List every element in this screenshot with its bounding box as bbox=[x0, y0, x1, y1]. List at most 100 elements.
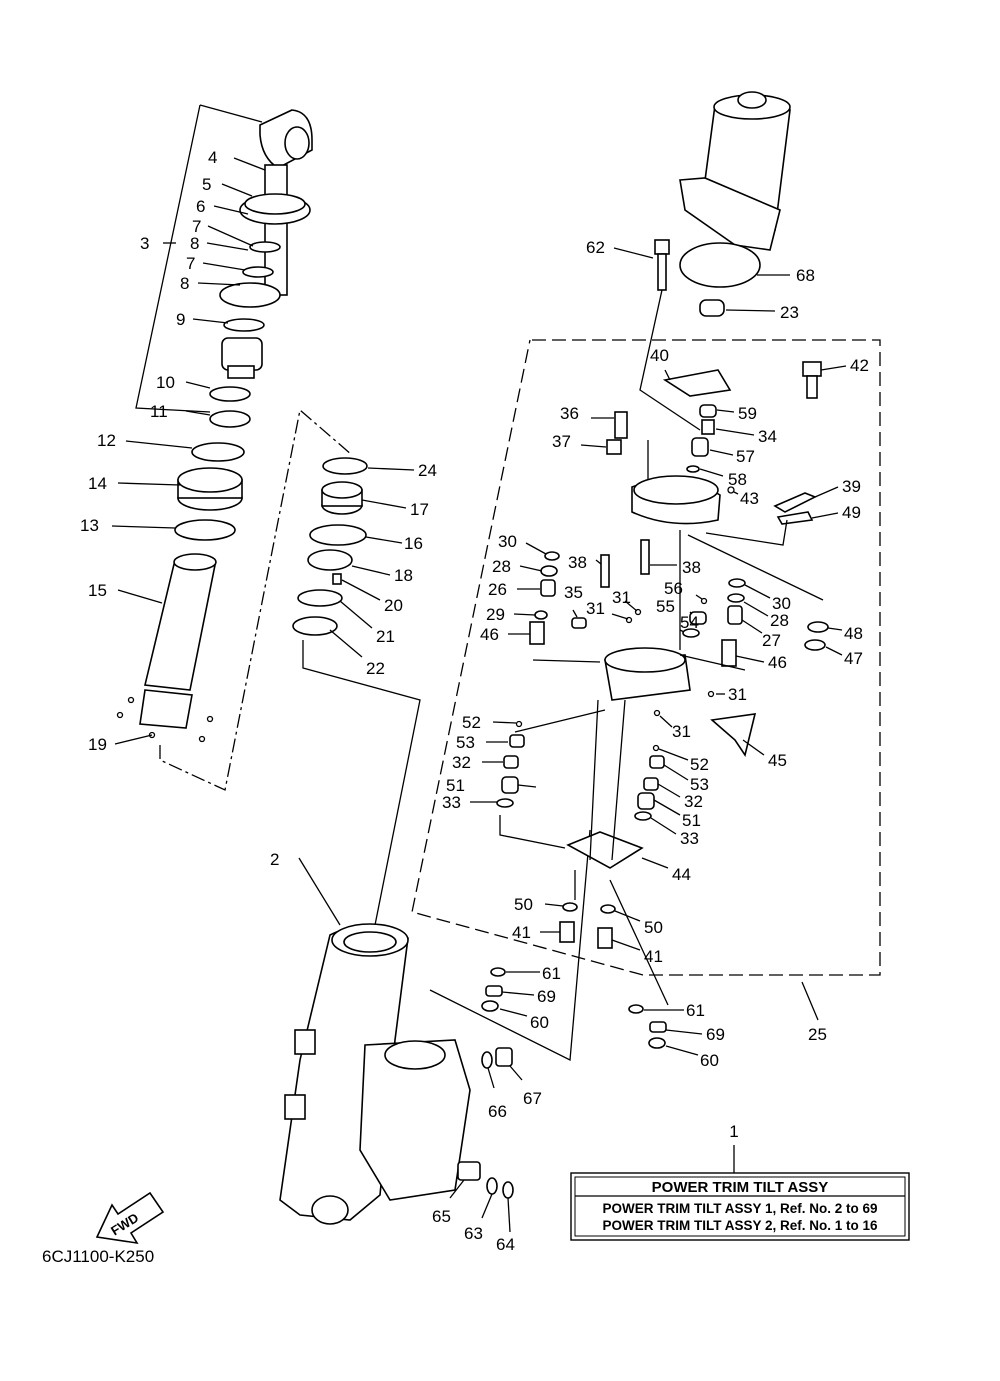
callout-label: 39 bbox=[842, 477, 861, 496]
callout-label: 15 bbox=[88, 581, 107, 600]
callout-label: 12 bbox=[97, 431, 116, 450]
callout-label: 28 bbox=[492, 557, 511, 576]
bolt-41a bbox=[559, 921, 575, 943]
callout-label: 56 bbox=[664, 579, 683, 598]
cap-60b bbox=[648, 1037, 666, 1049]
body-lug-a bbox=[294, 1029, 316, 1055]
valve-housing bbox=[359, 1039, 471, 1201]
gland-nut-top bbox=[177, 467, 243, 493]
callout-label: 31 bbox=[586, 599, 605, 618]
callout-label: 60 bbox=[530, 1013, 549, 1032]
callout-label: 32 bbox=[452, 753, 471, 772]
snap-ring-16 bbox=[309, 524, 367, 546]
callout-label: 51 bbox=[446, 776, 465, 795]
callout-label: 2 bbox=[270, 850, 279, 869]
callout-label: 61 bbox=[686, 1001, 705, 1020]
ring-54 bbox=[682, 628, 700, 638]
spring-20 bbox=[332, 573, 342, 585]
body-lug-b bbox=[284, 1094, 306, 1120]
callout-label: 8 bbox=[190, 234, 199, 253]
free-piston-parts bbox=[292, 457, 421, 961]
callout-label: 63 bbox=[464, 1224, 483, 1243]
cylinder-top bbox=[173, 553, 217, 571]
callout-label: 3 bbox=[140, 234, 149, 253]
filter-49 bbox=[776, 511, 814, 525]
fittings bbox=[457, 1047, 514, 1199]
callout-label: 10 bbox=[156, 373, 175, 392]
callout-label: 38 bbox=[568, 553, 587, 572]
callout-label: 36 bbox=[560, 404, 579, 423]
bolt-42-head bbox=[802, 361, 822, 377]
bolt-62-shank bbox=[657, 253, 667, 291]
callout-label: 41 bbox=[644, 947, 663, 966]
assembly-link-line bbox=[159, 408, 353, 791]
callout-label: 33 bbox=[442, 793, 461, 812]
callout-label: 13 bbox=[80, 516, 99, 535]
part-17-top bbox=[321, 481, 363, 499]
legend-inner bbox=[574, 1176, 906, 1237]
spring-46a bbox=[529, 621, 545, 645]
filter-45 bbox=[710, 713, 757, 757]
rod-ring-b bbox=[242, 266, 274, 278]
bolt-62-line bbox=[639, 289, 701, 431]
callout-label: 49 bbox=[842, 503, 861, 522]
callout-label: 50 bbox=[644, 918, 663, 937]
callout-label: 65 bbox=[432, 1207, 451, 1226]
callout-label: 51 bbox=[682, 811, 701, 830]
ring-33b bbox=[634, 811, 652, 821]
callout-label: 31 bbox=[612, 588, 631, 607]
spring-34 bbox=[701, 419, 715, 435]
drawing-code: 6CJ1100-K250 bbox=[42, 1247, 154, 1266]
callout-label: 33 bbox=[680, 829, 699, 848]
piston-ring-9 bbox=[223, 318, 265, 332]
callout-label: 4 bbox=[208, 148, 217, 167]
callout-label: 34 bbox=[758, 427, 777, 446]
callout-label: 11 bbox=[150, 402, 168, 421]
callout-label: 67 bbox=[523, 1089, 542, 1108]
valve-51a bbox=[501, 776, 519, 794]
callout-label: 54 bbox=[680, 613, 699, 632]
ball-19a bbox=[127, 696, 135, 704]
ball-31a bbox=[625, 616, 633, 624]
cylinder-tube bbox=[144, 559, 216, 691]
callout-label: 5 bbox=[202, 175, 211, 194]
callout-label: 57 bbox=[736, 447, 755, 466]
o-ring-10 bbox=[209, 386, 251, 402]
callout-label: 61 bbox=[542, 964, 561, 983]
motor-cap bbox=[737, 91, 767, 109]
seat-28a bbox=[540, 565, 558, 577]
callout-label: 46 bbox=[768, 653, 787, 672]
rod-gland-top bbox=[244, 193, 306, 215]
rod-eye-hole bbox=[284, 126, 310, 160]
pump-gear-40 bbox=[662, 369, 732, 397]
plug-53a bbox=[509, 734, 525, 748]
callout-label: 26 bbox=[488, 580, 507, 599]
callout-label: 38 bbox=[682, 558, 701, 577]
ball-31c bbox=[707, 690, 715, 698]
callout-label: 7 bbox=[192, 217, 201, 236]
pin-38a bbox=[600, 554, 610, 588]
valve-housing-port bbox=[384, 1040, 446, 1070]
spring-36 bbox=[614, 411, 628, 439]
bolt-41b bbox=[597, 927, 613, 949]
washer-21 bbox=[297, 589, 343, 607]
callout-label: 52 bbox=[690, 755, 709, 774]
cap-47 bbox=[804, 639, 826, 651]
ref3-bracket-line bbox=[135, 104, 263, 413]
callout-label: 53 bbox=[456, 733, 475, 752]
ring-61b bbox=[628, 1004, 644, 1014]
washer-50a bbox=[562, 902, 578, 912]
callout-label: 28 bbox=[770, 611, 789, 630]
bolt-62-head bbox=[654, 239, 670, 255]
callout-label: 32 bbox=[684, 792, 703, 811]
o-ring-63 bbox=[486, 1177, 498, 1195]
callout-label: 47 bbox=[844, 649, 863, 668]
valve-27 bbox=[727, 605, 743, 625]
callout-label: 20 bbox=[384, 596, 403, 615]
callout-label: 7 bbox=[186, 254, 195, 273]
seat-35 bbox=[571, 617, 587, 629]
piston-tip bbox=[227, 365, 255, 379]
callout-label: 58 bbox=[728, 470, 747, 489]
fwd-arrow: FWD bbox=[95, 1191, 165, 1245]
washer-50b bbox=[600, 904, 616, 914]
